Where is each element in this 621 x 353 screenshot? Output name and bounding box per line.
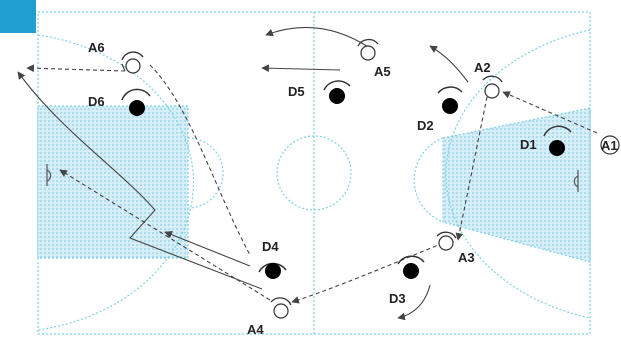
svg-text:D1: D1 [520, 137, 537, 152]
left-free-throw-circle [187, 137, 224, 209]
center-circle [276, 135, 352, 211]
cut-path-a6 [149, 64, 251, 256]
svg-text:A6: A6 [88, 40, 105, 55]
move-arrow-a2 [429, 45, 469, 83]
pass-arrow-a2-a3 [455, 96, 488, 241]
player-a5: A5 [357, 38, 391, 79]
right-free-throw-circle [413, 137, 444, 223]
pass-arrow-a1-a2 [502, 91, 598, 134]
pass-arrow-a4-a6 [59, 169, 271, 301]
left-paint [37, 105, 189, 259]
svg-text:D2: D2 [417, 118, 434, 133]
pass-arrow-a6-left [26, 64, 126, 73]
move-arrow-d5 [261, 64, 341, 73]
player-d4: D4 [258, 239, 287, 279]
right-basket [573, 170, 579, 192]
right-three-point-arc [445, 29, 591, 319]
defense-players: D1 D2 D3 D4 D5 D6 [88, 80, 572, 306]
svg-text:D5: D5 [288, 84, 305, 99]
svg-text:A1: A1 [601, 138, 618, 153]
player-d1: D1 [520, 125, 572, 156]
svg-text:D4: D4 [262, 239, 279, 254]
player-d2: D2 [417, 86, 463, 133]
player-d5: D5 [288, 80, 351, 104]
svg-text:D6: D6 [88, 94, 105, 109]
move-arrow-d3 [397, 284, 431, 321]
left-basket [46, 164, 52, 186]
svg-text:A5: A5 [374, 64, 391, 79]
left-three-point-arc [37, 34, 195, 331]
player-a6: A6 [88, 40, 144, 74]
player-d3: D3 [389, 255, 425, 306]
play-arrows [17, 26, 598, 321]
svg-text:D3: D3 [389, 291, 406, 306]
player-a2: A2 [474, 60, 503, 99]
move-arrow-a5-top [265, 26, 371, 49]
cut-path-d4 [164, 230, 251, 267]
player-a3: A3 [436, 231, 475, 265]
cut-path-a4 [17, 71, 263, 290]
pass-arrow-a3-a4 [291, 242, 444, 304]
player-d6: D6 [88, 88, 151, 116]
figure-number-badge-bg [0, 0, 36, 33]
offense-players: A1 A2 A3 A4 A5 A6 [88, 38, 620, 337]
court [37, 11, 591, 335]
player-a1: A1 [600, 135, 620, 155]
svg-text:A4: A4 [247, 322, 264, 337]
svg-text:A2: A2 [474, 60, 491, 75]
svg-text:A3: A3 [458, 250, 475, 265]
player-a4: A4 [247, 297, 292, 337]
